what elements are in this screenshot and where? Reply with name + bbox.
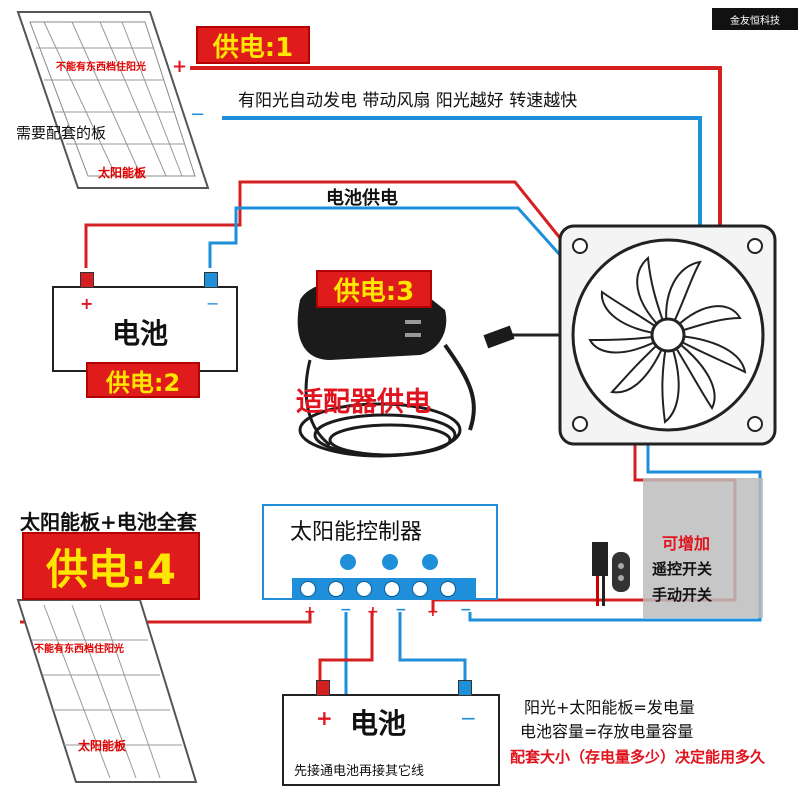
supply-3-badge: 供电:3 [316,270,432,308]
brand-logo: 金友恒科技 [712,8,798,30]
top-battery-negative-terminal [204,272,218,288]
top-panel-minus: − [190,104,206,125]
controller-indicator-2 [382,554,398,570]
controller-indicator-3 [422,554,438,570]
bottom-panel-warning: 不能有东西档住阳光 [34,644,124,655]
controller-port-1 [300,581,316,597]
wire-ctrl-batt-negative [398,612,467,690]
optional-manual: 手动开关 [652,586,713,604]
wire-ctrl-batt-positive [318,612,374,690]
controller-terminal-strip [292,578,476,600]
terminal-sign-1: + [304,604,316,620]
top-battery-plus: + [80,294,94,313]
bottom-solar-panel [16,599,198,783]
sun-auto-caption: 有阳光自动发电 带动风扇 阳光越好 转速越快 [238,91,578,111]
top-battery: + − 电池 [52,272,238,372]
controller-port-6 [440,581,456,597]
bottom-battery-minus: − [460,706,477,730]
optional-remote: 遥控开关 [652,560,713,578]
brand-logo-text: 金友恒科技 [730,15,780,27]
controller-indicator-1 [340,554,356,570]
bottom-battery-plus: + [316,706,333,730]
controller-label: 太阳能控制器 [290,520,423,545]
controller-port-3 [356,581,372,597]
terminal-sign-6: − [460,602,472,618]
supply-2-badge: 供电:2 [86,362,200,398]
note-line-1: 阳光+太阳能板=发电量 [524,698,695,717]
remote-control [592,542,630,606]
wire-battery-negative [208,206,562,268]
top-panel-plus: + [172,56,188,77]
solar-controller: 太阳能控制器 [262,504,498,600]
bottom-battery-label: 电池 [350,707,407,740]
bottom-panel-name: 太阳能板 [78,739,127,753]
terminal-sign-2: − [340,602,352,618]
terminal-sign-4: − [395,602,407,618]
controller-port-5 [412,581,428,597]
wire-panel-positive [190,66,722,230]
bottom-battery: + − 电池 先接通电池再接其它线 [282,680,500,786]
optional-switch-zone [643,478,763,618]
top-battery-label: 电池 [112,317,169,350]
top-panel-warning: 不能有东西档住阳光 [56,62,146,73]
top-solar-panel [16,11,210,189]
adapter-supply-caption: 适配器供电 [296,387,431,418]
terminal-sign-3: + [367,604,379,620]
fan [558,224,777,446]
controller-port-2 [328,581,344,597]
top-panel-label: 需要配套的板 [16,124,107,142]
wire-battery-positive [84,180,562,268]
top-panel-name: 太阳能板 [98,166,147,180]
bottom-battery-negative-terminal [458,680,472,696]
full-set-caption: 太阳能板+电池全套 [20,510,197,534]
top-battery-minus: − [206,294,220,313]
terminal-sign-5: + [427,604,439,620]
battery-supply-caption: 电池供电 [326,188,398,209]
controller-port-4 [384,581,400,597]
supply-1-badge: 供电:1 [196,26,310,64]
note-line-3: 配套大小（存电量多少）决定能用多久 [510,748,766,766]
bottom-battery-note: 先接通电池再接其它线 [294,764,425,779]
optional-title: 可增加 [662,534,711,553]
wire-panel-negative [222,116,702,232]
top-battery-positive-terminal [80,272,94,288]
note-line-2: 电池容量=存放电量容量 [520,722,694,741]
bottom-battery-positive-terminal [316,680,330,696]
supply-4-badge: 供电:4 [22,532,200,600]
